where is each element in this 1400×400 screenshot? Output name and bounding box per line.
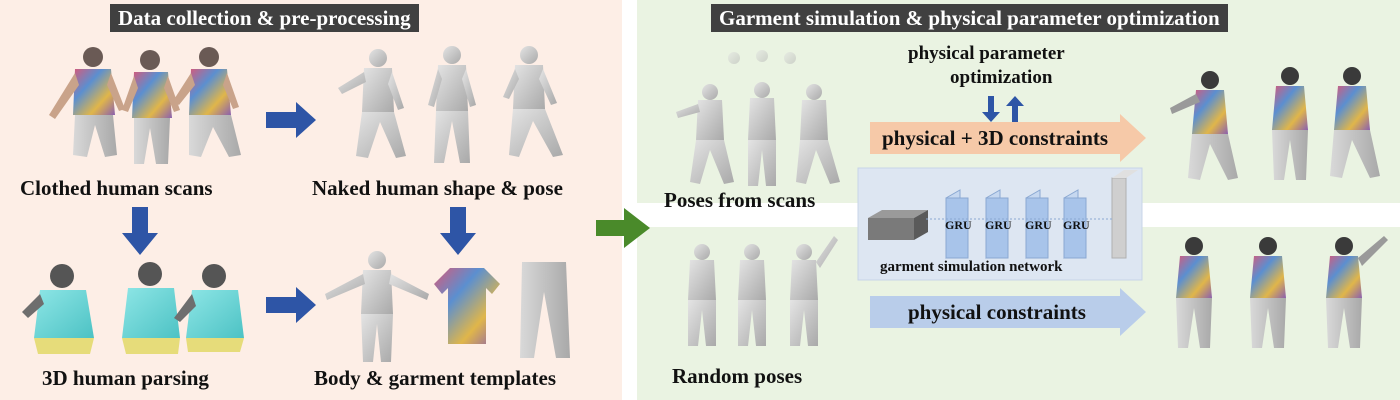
- arrow-scans-to-parsing: [122, 207, 158, 255]
- physical-3d-constraints-arrow: [870, 114, 1146, 162]
- naked-shape-figures: [338, 46, 563, 163]
- caption-naked-human-shape: Naked human shape & pose: [312, 176, 563, 200]
- right-panel-title: Garment simulation & physical parameter …: [711, 4, 1228, 32]
- physical-constraints-arrow: [870, 288, 1146, 336]
- green-panel-arrow: [596, 208, 650, 248]
- optimization-down-arrow: [982, 96, 1000, 122]
- scan-pose-figures: [676, 50, 840, 186]
- output-figures-bottom: [1176, 236, 1388, 348]
- output-figures-top: [1170, 67, 1380, 180]
- label-physical-constraints: physical constraints: [908, 300, 1086, 324]
- caption-clothed-human-scans: Clothed human scans: [20, 176, 213, 200]
- human-parsing-figures: [22, 262, 244, 354]
- shirt-template: [434, 268, 500, 344]
- arrow-naked-to-templates: [440, 207, 476, 255]
- caption-3d-human-parsing: 3D human parsing: [42, 366, 209, 390]
- random-pose-figures: [688, 236, 838, 346]
- template-figures: [325, 251, 570, 362]
- param-optimization-line1: physical parameter: [908, 43, 1065, 64]
- input-tensor: [868, 210, 928, 240]
- arrow-scans-to-naked: [266, 102, 316, 138]
- gru-label-1: GRU: [945, 218, 972, 232]
- output-layer: [1111, 170, 1138, 259]
- param-optimization-line2: optimization: [950, 67, 1053, 88]
- left-panel-title: Data collection & pre-processing: [110, 4, 419, 32]
- caption-body-garment-templates: Body & garment templates: [314, 366, 557, 390]
- tpose-body: [325, 251, 429, 362]
- gru-label-4: GRU: [1063, 218, 1090, 232]
- pants-template: [520, 262, 570, 358]
- clothed-scan-figures: [49, 47, 241, 164]
- label-physical-3d-constraints: physical + 3D constraints: [882, 126, 1109, 150]
- gru-blocks: [945, 189, 1087, 259]
- optimization-up-arrow: [1006, 96, 1024, 122]
- caption-random-poses: Random poses: [672, 364, 803, 388]
- label-network: garment simulation network: [880, 259, 1063, 275]
- caption-poses-from-scans: Poses from scans: [664, 188, 816, 212]
- left-flow-arrows: [122, 102, 476, 323]
- arrow-parsing-to-templates: [266, 287, 316, 323]
- network-diagram: [868, 170, 1138, 259]
- gru-label-2: GRU: [985, 218, 1012, 232]
- gru-label-3: GRU: [1025, 218, 1052, 232]
